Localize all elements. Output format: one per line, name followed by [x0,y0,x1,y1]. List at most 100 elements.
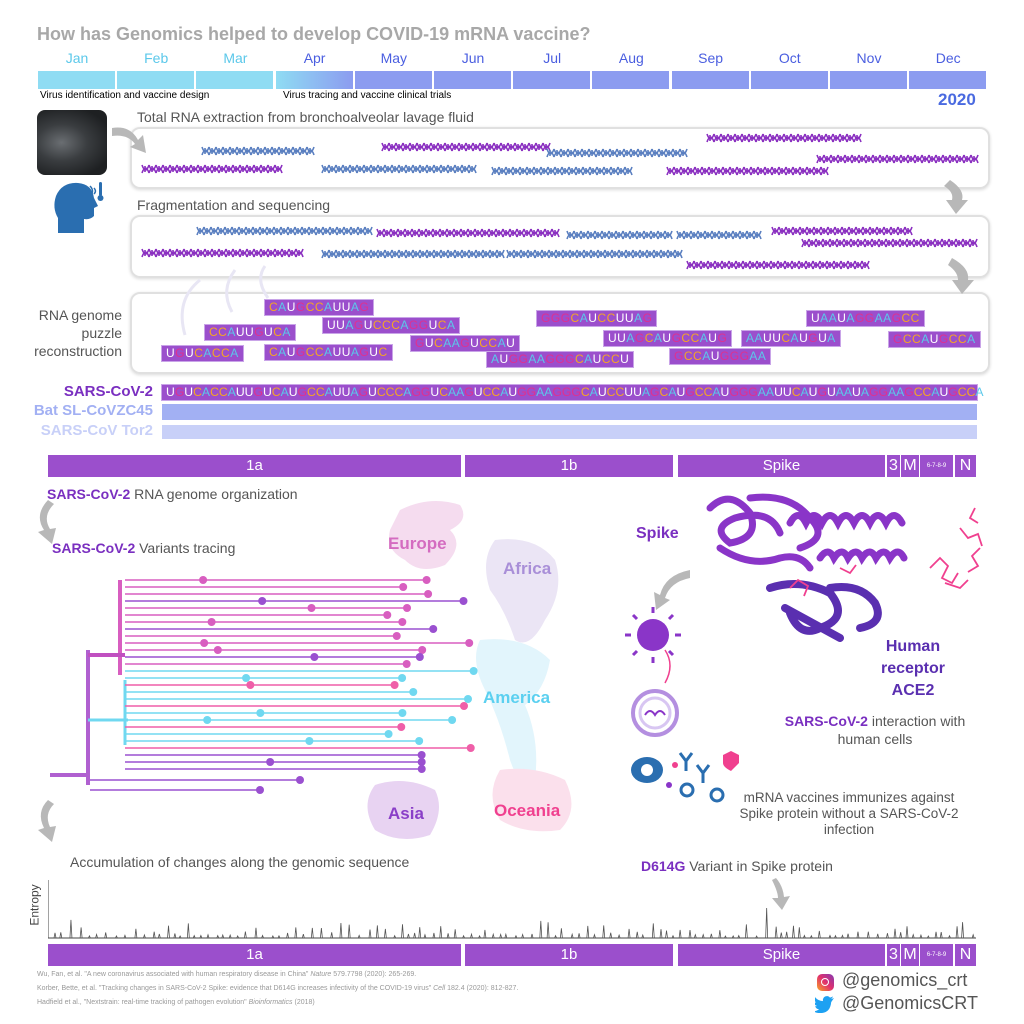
extraction-step-label: Total RNA extraction from bronchoalveola… [137,109,474,125]
tree-node [418,646,427,654]
tree-node [242,674,251,682]
tree-node [256,709,265,717]
rna-fragment: GGGCAUCCUUAG [537,311,657,326]
rna-helix-icon [801,238,978,248]
europe-shape [389,501,464,569]
tree-node [207,618,216,626]
genome-segment-1b: 1b [465,455,673,477]
tree-node [397,723,406,731]
ace2-label: Human receptor ACE2 [880,638,946,699]
rna-helix-icon [141,248,304,258]
rna-helix-icon [381,142,551,152]
tree-node [256,786,264,794]
rna-helix-icon [566,230,673,240]
genome-segment-N: N [955,455,976,477]
month-bar [592,71,670,89]
genome-segment-Spike: Spike [678,944,885,966]
rna-helix-icon [686,260,870,270]
sars-cov-2-sequence: UGUCACCAUUGUCAUGCCAUUAGUCCCAGGUCAAGUCCAU… [162,385,984,400]
accumulation-label: Accumulation of changes along the genomi… [70,854,410,870]
tree-node [398,618,407,626]
rna-helix-icon [321,164,477,174]
tree-node [448,716,457,724]
tree-node [399,583,408,591]
phase1-caption: Virus identification and vaccine design [40,90,210,101]
genome-segment-Spike: Spike [678,455,885,477]
fragmentation-step-label: Fragmentation and sequencing [137,197,331,213]
rna-helix-icon [141,164,283,174]
tree-node [417,751,426,759]
month-bar [671,71,749,89]
month-label: Apr [303,50,326,66]
entropy-plot [48,880,976,939]
rna-helix-icon [196,226,373,236]
month-bar [196,71,274,89]
tree-node [463,695,472,703]
month-label: Mar [223,50,248,66]
tree-node [417,765,426,773]
genome-segment-6-7-8-9: 6-7-8-9 [920,455,953,477]
reference-2: Korber, Bette, et al. "Tracking changes … [37,985,519,992]
world-map [367,501,572,839]
tree-node [296,776,304,784]
region-oceania: Oceania [494,801,561,820]
tree-node [465,639,474,647]
spike-ace2-structure [706,493,983,642]
month-label: Oct [778,50,801,66]
vaccine-text: mRNA vaccines immunizes against Spike pr… [739,790,959,837]
rna-fragment: CCAUUGUCA [205,325,295,340]
month-bar [750,71,828,89]
tree-node [266,758,275,766]
month-label: Dec [935,50,961,66]
rna-fragment: GCCAUGCCA [889,332,980,347]
month-bar [117,71,195,89]
tree-node [459,597,468,605]
region-america: America [483,688,551,707]
rna-fragment: UUAGUCCCAGGUCA [323,318,460,333]
rna-helix-icon [321,249,505,259]
reference-3: Hadfield et al., "Nextstrain: real-time … [37,999,315,1006]
africa-shape [486,539,559,643]
genome-label-tor2: SARS-CoV Tor2 [40,422,153,439]
tree-node [305,737,314,745]
puzzle-step-label: RNA genome puzzle reconstruction [34,307,122,359]
rna-fragment: UAAUAGGAAGCC [807,311,924,326]
rna-fragment: UGUCACCA [162,346,243,361]
month-bar [275,71,353,89]
year-label: 2020 [938,90,976,109]
rna-fragment: CAUGCCAUUAG [265,300,374,315]
genome-segment-3: 3 [887,455,900,477]
month-label: Sep [698,50,724,66]
month-label: Jun [461,50,485,66]
month-bar [434,71,511,89]
tree-node [402,660,411,668]
interaction-label: SARS-CoV-2 interaction with human cells [784,713,966,747]
tree-node [307,604,316,612]
instagram-handle[interactable]: @genomics_crt [842,970,968,990]
rna-fragment: AUGGAAGGGCAUCCU [487,352,634,367]
rna-fragment: GCCAUGGGAA [670,349,771,364]
reference-1: Wu, Fan, et al. "A new coronavirus assoc… [37,971,417,978]
month-label: May [380,50,408,66]
genome-segment-N: N [955,944,976,966]
entropy-axis [48,880,976,939]
region-africa: Africa [503,559,552,578]
rna-helix-icon [771,226,913,236]
rna-helix-icon [491,166,633,176]
rna-helix-icon [676,230,762,240]
tree-node [258,597,267,605]
month-bar [354,71,432,89]
phylogenetic-tree [50,576,478,794]
genome-segment-1b: 1b [465,944,673,966]
genome-segment-M: M [901,455,919,477]
genome-segment-6-7-8-9: 6-7-8-9 [920,944,953,966]
entropy-spikes [53,907,975,939]
twitter-handle[interactable]: @GenomicsCRT [842,993,978,1013]
tree-node [409,688,418,696]
fragmentation-box [130,215,990,278]
tree-node [403,604,412,612]
puzzle-box [130,292,990,374]
rna-fragment: AAUUCAUGUA [742,331,840,346]
tree-node [422,576,431,584]
